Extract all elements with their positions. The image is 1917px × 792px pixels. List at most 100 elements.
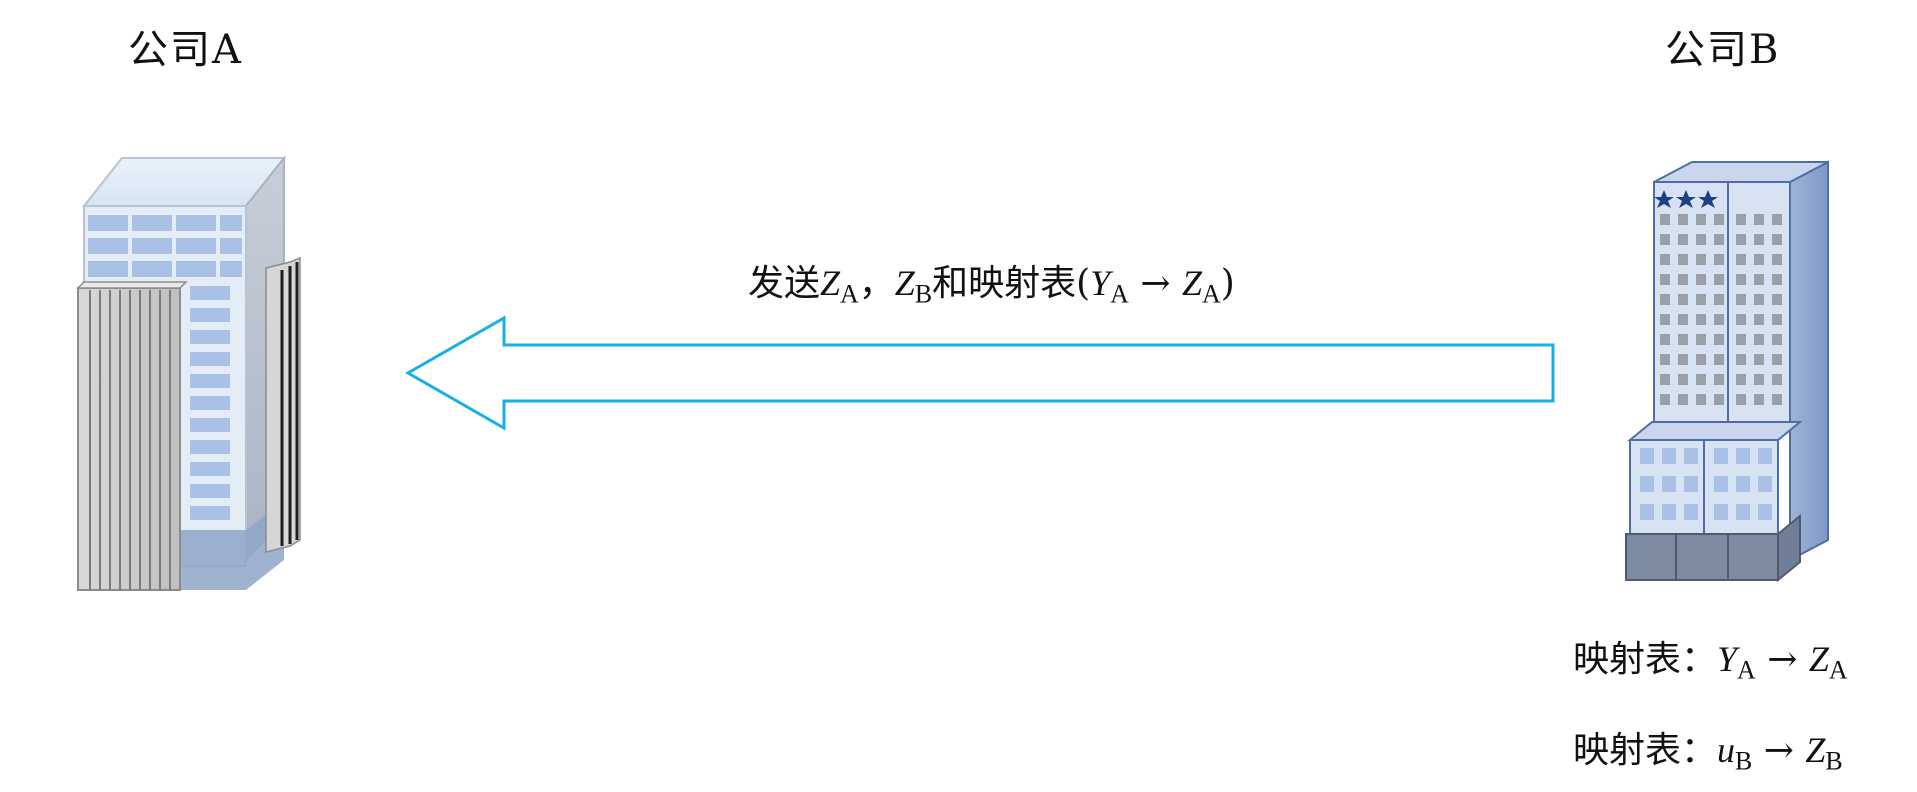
tower-window: [1696, 354, 1706, 365]
company-a-title: 公司A: [128, 27, 243, 73]
arrow-label-comma: ，: [858, 263, 895, 304]
tower-window: [1754, 394, 1764, 405]
z-b-subscript: B: [914, 279, 933, 309]
z-a-target-subscript: A: [1201, 279, 1221, 309]
arrow-label: 发送ZA，ZB和映射表(YA → ZA): [748, 265, 1235, 307]
tower-window: [1696, 234, 1706, 245]
mapping-1-to-variable: Z: [1808, 639, 1829, 679]
tower-window: [1736, 334, 1746, 345]
tower-window: [1660, 354, 1670, 365]
tower-window: [1772, 334, 1782, 345]
mapping-1-arrow: →: [1755, 639, 1809, 680]
tower-window: [1736, 274, 1746, 285]
tower-window: [1678, 314, 1688, 325]
arrow-label-and-text: 和映射表(: [932, 263, 1091, 304]
mapping-table-2: 映射表：uB → ZB: [1573, 732, 1843, 774]
mapping-2-arrow: →: [1752, 730, 1806, 771]
tower-window: [1754, 314, 1764, 325]
mapping-1-to-subscript: A: [1828, 655, 1848, 685]
tower-window: [1714, 314, 1724, 325]
tower-window: [1772, 314, 1782, 325]
tower-window: [1678, 394, 1688, 405]
tower-window: [1772, 234, 1782, 245]
tower-window: [1678, 214, 1688, 225]
tower-window: [1754, 374, 1764, 385]
tower-window: [1714, 294, 1724, 305]
tower-window: [1754, 254, 1764, 265]
tower-window: [1736, 294, 1746, 305]
mapping-2-label: 映射表：: [1573, 730, 1718, 771]
tower-window: [1678, 234, 1688, 245]
tower-window: [1754, 234, 1764, 245]
arrow-label-close-paren: ): [1220, 263, 1235, 304]
mapping-1-from-subscript: A: [1737, 655, 1756, 685]
tower-window: [1660, 214, 1670, 225]
tower-window: [1660, 374, 1670, 385]
y-a-subscript: A: [1110, 279, 1129, 309]
tower-window: [1772, 294, 1782, 305]
tower-window: [1772, 254, 1782, 265]
arrow-symbol: →: [1128, 263, 1182, 304]
y-a-variable: Y: [1090, 263, 1111, 303]
tower-window: [1772, 354, 1782, 365]
tower-window: [1678, 354, 1688, 365]
mapping-1-label: 映射表：: [1573, 639, 1718, 680]
mapping-table-1: 映射表：YA → ZA: [1573, 641, 1848, 683]
tower-window: [1678, 294, 1688, 305]
tower-window: [1736, 354, 1746, 365]
z-b-variable: Z: [894, 263, 915, 303]
tower-window: [1660, 294, 1670, 305]
tower-window: [1678, 254, 1688, 265]
z-a-target-variable: Z: [1181, 263, 1202, 303]
tower-window: [1714, 214, 1724, 225]
arrow-label-prefix: 发送: [748, 263, 821, 304]
tower-window: [1754, 354, 1764, 365]
tower-window: [1736, 394, 1746, 405]
mapping-2-from-subscript: B: [1735, 746, 1753, 776]
z-a-variable: Z: [820, 263, 841, 303]
tower-window: [1754, 274, 1764, 285]
mapping-2-to-variable: Z: [1805, 730, 1826, 770]
tower-window: [1714, 334, 1724, 345]
tower-window: [1696, 254, 1706, 265]
tower-window: [1696, 374, 1706, 385]
company-b-title: 公司B: [1665, 27, 1781, 73]
tower-window: [1754, 294, 1764, 305]
tower-window: [1696, 294, 1706, 305]
tower-window: [1660, 254, 1670, 265]
tower-window: [1772, 374, 1782, 385]
tower-window: [1696, 214, 1706, 225]
tower-window: [1772, 394, 1782, 405]
tower-window: [1714, 394, 1724, 405]
tower-window: [1714, 354, 1724, 365]
transfer-arrow: [404, 315, 1555, 431]
tower-window: [1678, 374, 1688, 385]
tower-window: [1772, 214, 1782, 225]
tower-window: [1736, 374, 1746, 385]
tower-window: [1754, 214, 1764, 225]
tower-window: [1660, 314, 1670, 325]
company-a-building-icon: [76, 155, 301, 591]
tower-window: [1736, 254, 1746, 265]
tower-window: [1660, 394, 1670, 405]
tower-window: [1736, 314, 1746, 325]
company-b-building-icon: [1625, 160, 1829, 583]
tower-window: [1696, 394, 1706, 405]
tower-window: [1772, 274, 1782, 285]
tower-window: [1714, 374, 1724, 385]
tower-window: [1696, 274, 1706, 285]
mapping-2-to-subscript: B: [1825, 746, 1843, 776]
tower-window: [1660, 234, 1670, 245]
mapping-1-from-variable: Y: [1717, 639, 1738, 679]
tower-window: [1660, 274, 1670, 285]
tower-window: [1714, 274, 1724, 285]
tower-window: [1714, 234, 1724, 245]
tower-window: [1714, 254, 1724, 265]
tower-window: [1678, 274, 1688, 285]
tower-window: [1678, 334, 1688, 345]
tower-window: [1736, 234, 1746, 245]
tower-window: [1660, 334, 1670, 345]
tower-window: [1696, 334, 1706, 345]
tower-window: [1736, 214, 1746, 225]
